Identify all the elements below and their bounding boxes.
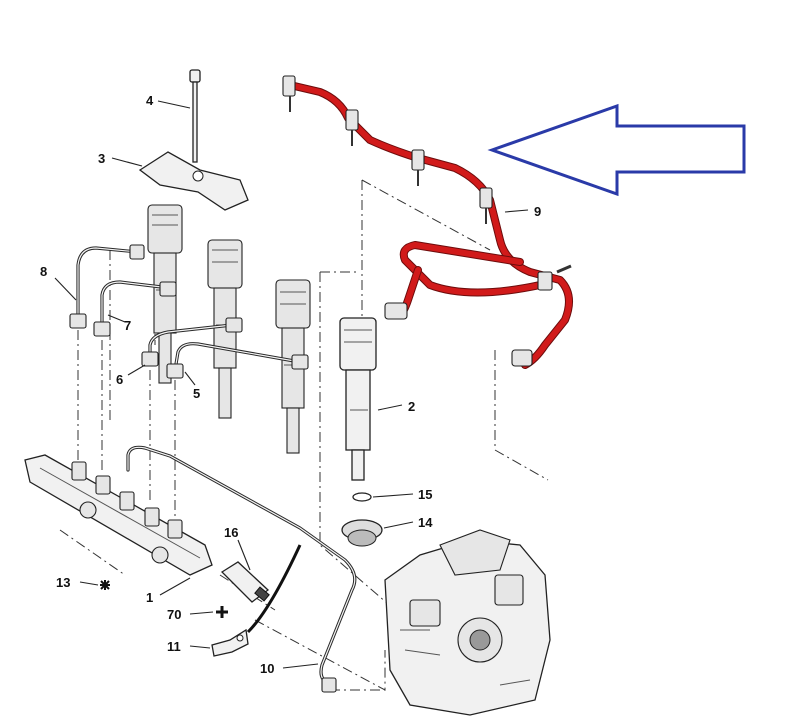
high-pressure-pump: [384, 529, 551, 716]
label-part-15: 15: [418, 487, 432, 502]
label-part-2: 2: [408, 399, 415, 414]
label-part-9: 9: [534, 204, 541, 219]
label-part-13: 13: [56, 575, 70, 590]
label-part-16: 16: [224, 525, 238, 540]
label-part-4: 4: [146, 93, 154, 108]
label-part-1: 1: [146, 590, 153, 605]
bracket-part-11: [189, 628, 249, 657]
part-labels: 4 3 8 7 6 5 2 9 15 14 16 13 1 70 11 10: [40, 93, 541, 676]
label-part-3: 3: [98, 151, 105, 166]
seal-part-14: [341, 519, 414, 547]
injector-part-2: [339, 317, 403, 481]
washer-part-15: [352, 492, 414, 502]
label-part-10: 10: [260, 661, 274, 676]
plug-part-13: [79, 580, 110, 590]
screw-part-70: [189, 606, 228, 618]
label-part-11: 11: [167, 639, 181, 654]
injector-pipes: [69, 244, 357, 693]
leak-off-hose-part-9: [282, 75, 573, 369]
label-part-14: 14: [418, 515, 433, 530]
pipe-leaders: [54, 277, 319, 669]
label-part-7: 7: [124, 318, 131, 333]
clamp-part-3: [111, 151, 249, 211]
label-part-8: 8: [40, 264, 47, 279]
common-rail-part-1: [24, 454, 213, 596]
label-part-70: 70: [167, 607, 181, 622]
pressure-sensor-part-16: [220, 539, 270, 603]
sensor-wire: [246, 544, 302, 634]
bolt-part-4: [157, 69, 201, 163]
pointer-arrow: [487, 103, 746, 197]
label-part-6: 6: [116, 372, 123, 387]
label-part-5: 5: [193, 386, 200, 401]
